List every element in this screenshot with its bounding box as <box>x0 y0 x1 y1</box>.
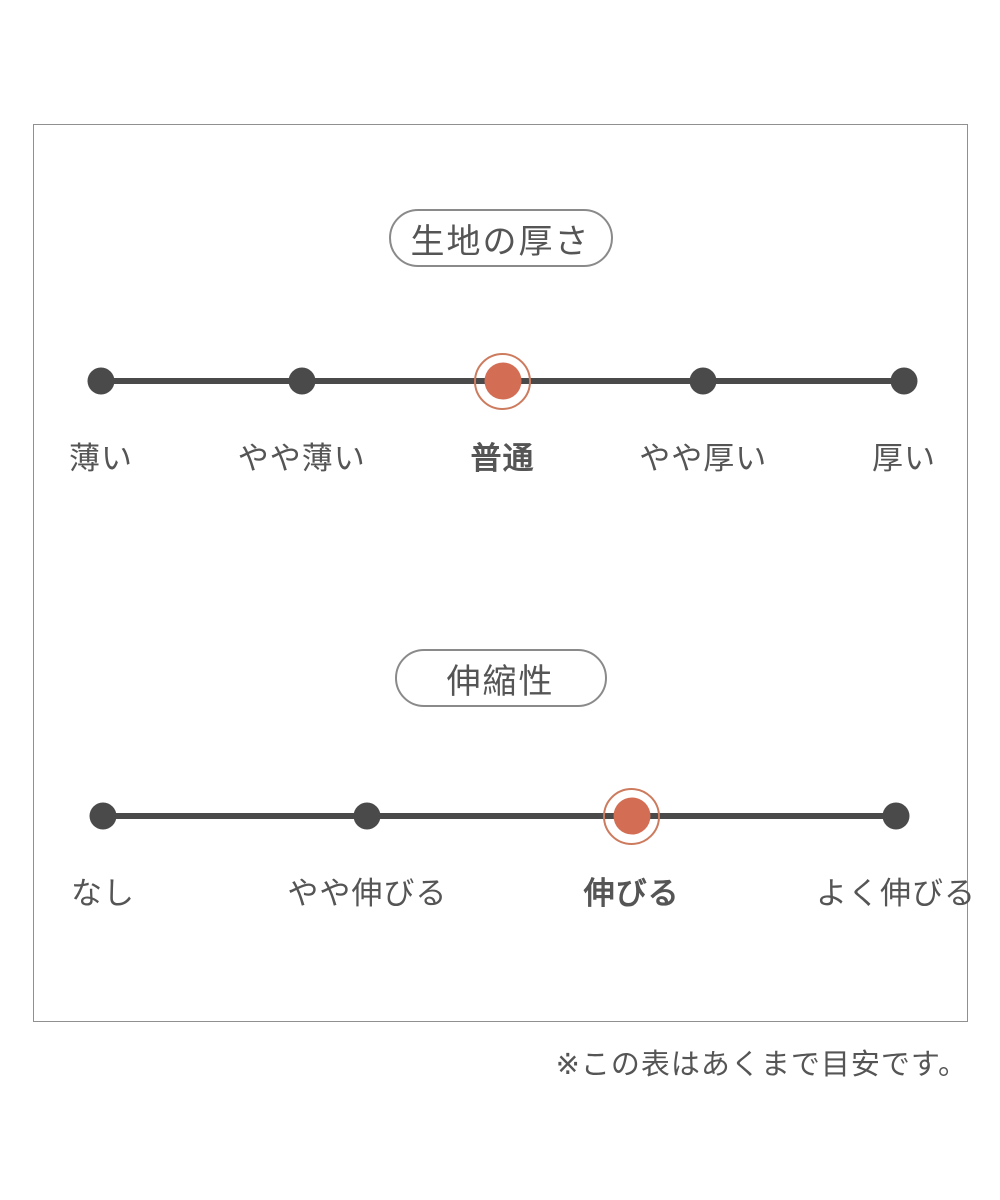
scale-label-selected: 伸びる <box>583 876 680 911</box>
scale-dot <box>89 802 117 830</box>
thickness-title-pill: 生地の厚さ <box>388 209 613 267</box>
stretch-title: 伸縮性 <box>446 662 555 701</box>
scale-label: なし <box>71 876 135 911</box>
stretch-scale: なし やや伸びる 伸びる よく伸びる <box>71 785 975 925</box>
thickness-scale: 薄い やや薄い 普通 やや厚い 厚い <box>69 350 935 490</box>
selected-ring <box>474 352 531 410</box>
selected-dot <box>474 352 531 410</box>
selected-ring <box>603 787 661 845</box>
scale-dot <box>890 367 918 395</box>
scale-dot <box>882 802 910 830</box>
stretch-title-pill: 伸縮性 <box>394 649 607 707</box>
thickness-title: 生地の厚さ <box>410 222 591 261</box>
scale-label: やや薄い <box>237 441 366 476</box>
scale-label: よく伸びる <box>816 876 976 911</box>
stretch-scale-line <box>103 813 896 819</box>
scale-dot <box>288 367 316 395</box>
disclaimer-note: ※この表はあくまで目安です。 <box>555 1049 968 1081</box>
selected-dot <box>603 787 661 845</box>
scale-label-selected: 普通 <box>470 441 535 476</box>
scale-label: 薄い <box>69 441 133 476</box>
scale-label: 厚い <box>872 441 936 476</box>
scale-label: やや伸びる <box>287 876 448 911</box>
scale-dot <box>353 802 381 830</box>
scale-label: やや厚い <box>639 441 768 476</box>
scale-dot <box>689 367 717 395</box>
chart-frame: 生地の厚さ 薄い やや薄い 普通 やや厚い 厚い 伸縮性 なし やや伸びる 伸びる よく伸びる <box>33 124 975 1022</box>
scale-dot <box>87 367 115 395</box>
